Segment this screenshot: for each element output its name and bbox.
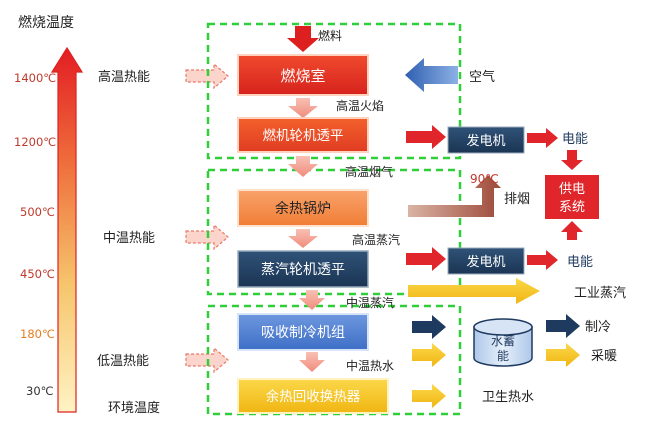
hot-flue-label: 高温烟气 (345, 164, 393, 179)
gt-power-arrow (406, 125, 446, 149)
gas-turbine-box (237, 117, 369, 153)
mid-steam-arrow (299, 290, 325, 310)
grid-system-label-2: 系统 (559, 200, 585, 215)
heat-exchanger-box (237, 378, 389, 414)
water-storage-label-2: 能 (497, 349, 509, 363)
industrial-steam-arrow (408, 278, 540, 304)
chiller-heat-arrow (412, 343, 446, 367)
st-power-arrow (406, 247, 446, 271)
level-mid-label: 中温热能 (103, 231, 155, 246)
flame-arrow (288, 98, 318, 118)
hot-water-label: 卫生热水 (482, 390, 534, 405)
generator-2-box (447, 247, 525, 275)
hot-flame-label: 高温火焰 (336, 98, 384, 113)
absorption-chiller-label: 吸收制冷机组 (261, 325, 345, 341)
hot-water-arrow (412, 384, 446, 408)
absorption-chiller-box (237, 313, 369, 351)
steam-turbine-label: 蒸汽轮机透平 (261, 262, 345, 278)
boiler-label: 余热锅炉 (275, 200, 331, 217)
heat-exchanger-label: 余热回收换热器 (266, 388, 361, 405)
level-high-label: 高温热能 (98, 69, 150, 85)
generator-1-label: 发电机 (466, 133, 505, 149)
grid-system-box (545, 175, 599, 219)
thermometer-arrow (50, 46, 84, 413)
exhaust-label: 排烟 (504, 192, 530, 207)
gen1-power-arrow (527, 128, 558, 148)
level-ambient-label: 环境温度 (108, 400, 160, 416)
electricity-label-1: 电能 (562, 132, 588, 147)
mid-water-arrow (299, 352, 325, 372)
mid-water-label: 中温热水 (346, 358, 394, 373)
exhaust-temp-label: 90℃ (470, 172, 499, 186)
air-label: 空气 (469, 69, 495, 85)
temp-label-450: 450℃ (20, 267, 55, 281)
air-arrow (405, 58, 458, 92)
cooling-out-arrow (546, 314, 580, 338)
chiller-cooling-arrow (412, 315, 446, 339)
industrial-steam-label: 工业蒸汽 (574, 286, 626, 301)
mid-steam-label: 中温蒸汽 (346, 295, 394, 310)
hp-steam-label: 高温蒸汽 (352, 232, 400, 247)
steam-turbine-box (237, 250, 369, 288)
gen2-power-arrow (527, 250, 558, 270)
electricity-label-2: 电能 (567, 255, 593, 270)
generator-1-box (447, 126, 525, 154)
temp-label-500: 500℃ (20, 205, 55, 219)
fuel-arrow (287, 26, 319, 52)
temp-label-1200: 1200℃ (14, 135, 56, 149)
temp-label-30: 30℃ (26, 384, 54, 398)
combustion-chamber-label: 燃烧室 (280, 67, 325, 85)
fuel-label: 燃料 (318, 28, 342, 43)
temp-label-180: 180℃ (20, 327, 55, 341)
grid-in-arrow-bottom (561, 221, 583, 240)
grid-system-label-1: 供电 (559, 182, 585, 197)
gas-turbine-label: 燃机轮机透平 (263, 127, 344, 144)
level-low-label: 低温热能 (97, 354, 149, 369)
water-storage-label-1: 水蓄 (491, 334, 515, 348)
flue-arrow (288, 156, 318, 177)
boiler-box (237, 189, 369, 227)
water-storage-tank (473, 318, 533, 367)
heating-label: 采暖 (591, 349, 617, 364)
axis-title: 燃烧温度 (18, 14, 74, 31)
generator-2-label: 发电机 (466, 254, 505, 270)
steam-arrow (288, 229, 318, 248)
combustion-chamber-box (237, 54, 369, 96)
exhaust-arrow (408, 175, 501, 217)
temp-label-1400: 1400℃ (14, 71, 56, 85)
cooling-label: 制冷 (585, 320, 611, 335)
grid-in-arrow-top (561, 150, 583, 170)
heating-out-arrow (546, 343, 580, 367)
